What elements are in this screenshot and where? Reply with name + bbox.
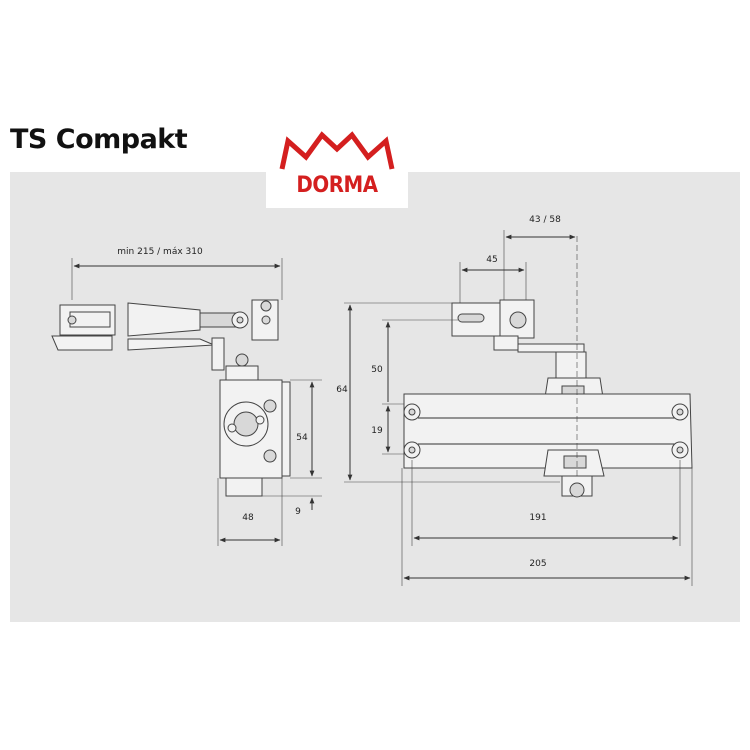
dim-height-upper: 50	[371, 365, 383, 375]
dim-side-offset: 9	[295, 507, 301, 517]
dim-body-length: 205	[529, 559, 546, 569]
dim-arm-offset-1: 45	[486, 255, 497, 265]
front-body	[403, 377, 693, 498]
dim-side-width: 48	[242, 513, 254, 523]
dim-arm-offset-2: 43 / 58	[529, 215, 561, 225]
side-view: min 215 / máx 310 48 54 9	[51, 247, 322, 546]
dorma-logo: DORMA	[266, 129, 408, 208]
dim-height-lower: 19	[371, 426, 383, 436]
side-arm	[51, 299, 279, 371]
front-view: 43 / 58 45 64 50 19 191 205	[336, 215, 693, 586]
side-body	[219, 353, 291, 497]
logo-text: DORMA	[296, 173, 378, 198]
crown-icon	[279, 131, 395, 170]
front-arm	[451, 299, 587, 379]
dim-height-total: 64	[336, 385, 348, 395]
dim-arm-length: min 215 / máx 310	[117, 247, 203, 257]
dim-body-length-inner: 191	[529, 513, 546, 523]
dim-side-height: 54	[296, 433, 308, 443]
product-title: TS Compakt	[10, 124, 188, 155]
